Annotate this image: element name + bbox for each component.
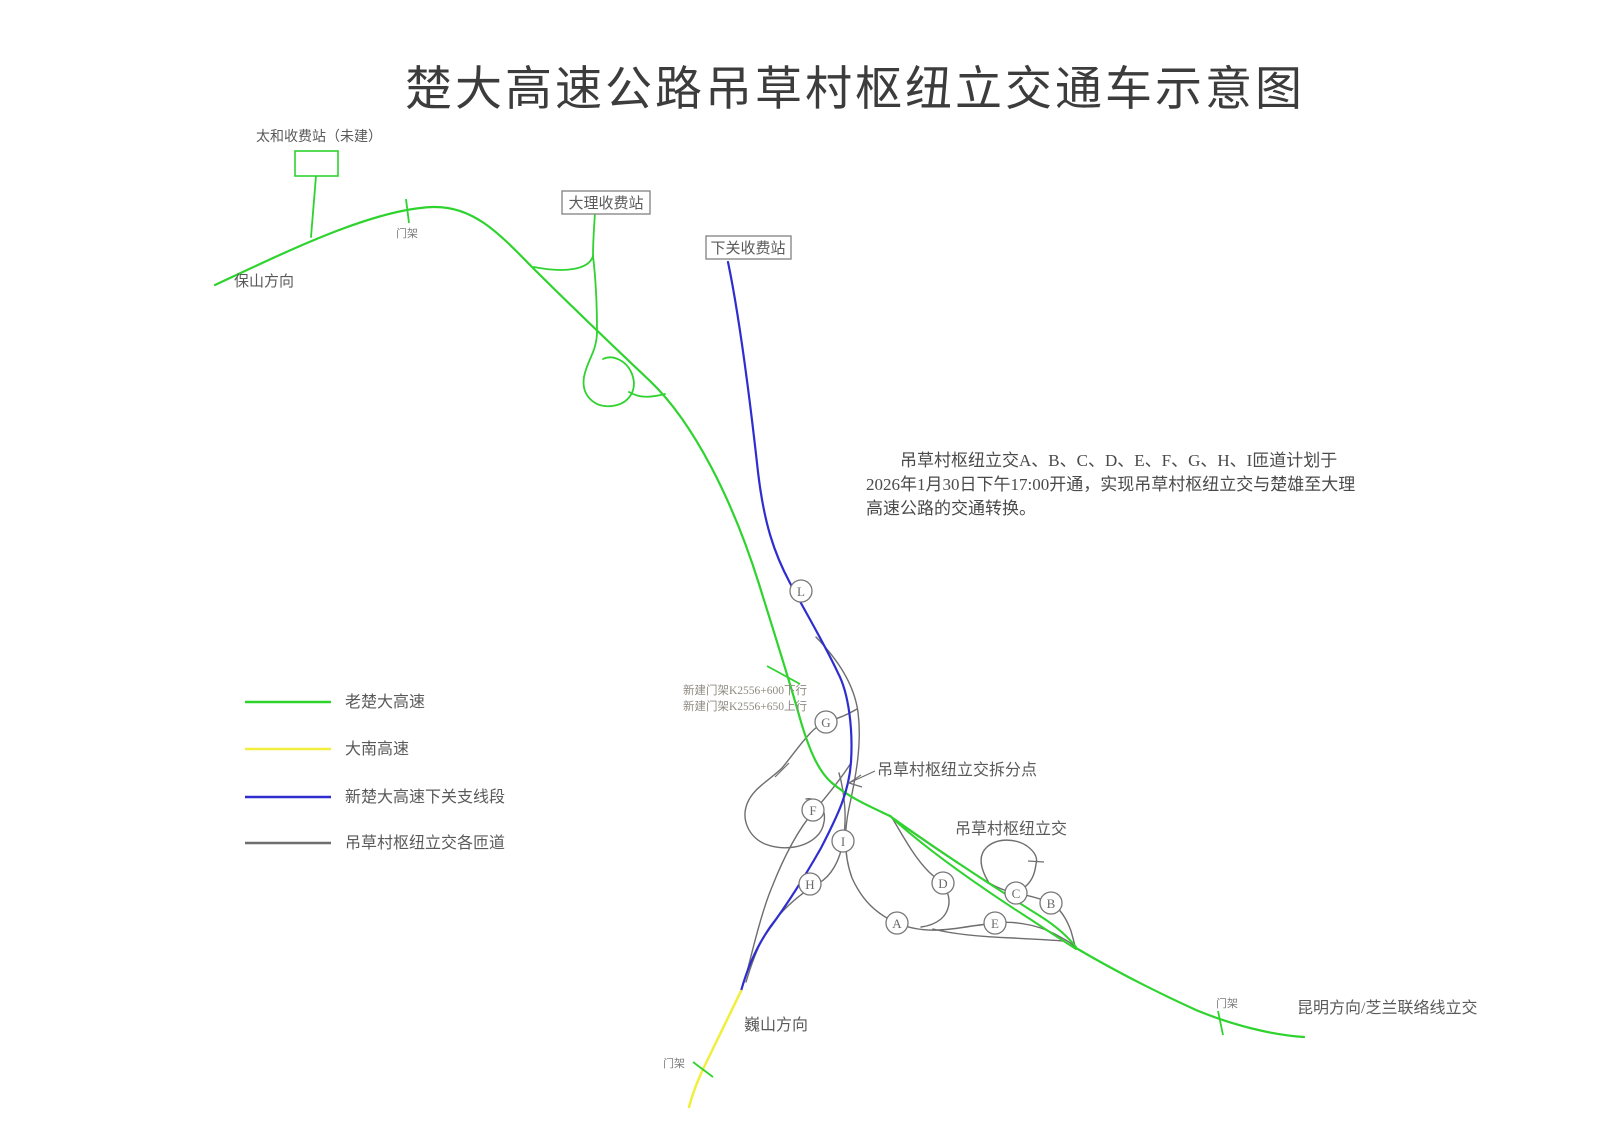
ramp-letter-G: G — [821, 715, 830, 730]
weishan-direction-label: 巍山方向 — [744, 1017, 809, 1034]
xiaguan-toll-label: 下关收费站 — [710, 240, 785, 257]
ramp-through-d — [890, 815, 950, 928]
gantry-tick-kunming — [1217, 1010, 1224, 1036]
ramp-marker-E: E — [983, 911, 1007, 935]
ramp-outer-right-a-e — [815, 636, 1076, 948]
legend-label-xiaguan-branch: 新楚大高速下关支线段 — [345, 789, 506, 806]
xiaguan-toll-station: 下关收费站 — [705, 235, 792, 260]
ramp-balloon-loop — [980, 839, 1038, 893]
ramp-tick-g-loop — [774, 762, 790, 778]
xiaguan-toll-box — [705, 235, 792, 260]
ramp-circle-I — [831, 829, 855, 853]
taihe-station-label: 太和收费站（未建） — [256, 130, 382, 145]
kunming-direction-label: 昆明方向/芝兰联络线立交 — [1297, 1000, 1478, 1017]
gantry-label-kunming: 门架 — [1216, 998, 1238, 1010]
hub-label: 吊草村枢纽立交 — [955, 821, 1068, 838]
new-chuda-xiaguan-branch-line — [726, 260, 853, 993]
danan-expressway-line — [687, 989, 743, 1109]
dali-toll-label: 大理收费站 — [568, 195, 643, 212]
gantry-tick-k2556 — [766, 665, 801, 685]
ramp-letter-L: L — [797, 584, 805, 599]
ramp-circle-D — [931, 871, 955, 895]
ramp-tick-balloon — [1027, 860, 1045, 863]
dali-toll-stem — [592, 212, 596, 257]
ramp-circle-B — [1039, 891, 1063, 915]
ramp-letter-D: D — [938, 876, 947, 891]
ramp-circle-H — [798, 872, 822, 896]
ramp-letter-F: F — [809, 803, 816, 818]
dali-toll-box — [561, 190, 651, 215]
ramp-letter-C: C — [1012, 886, 1021, 901]
legend-swatches — [245, 700, 331, 845]
dali-toll-west-ramp — [533, 255, 594, 271]
gantry-note-line2: 新建门架K2556+650上行 — [683, 701, 808, 713]
split-point-label: 吊草村枢纽立交拆分点 — [877, 762, 1038, 779]
ramp-letter-E: E — [991, 916, 999, 931]
ramp-marker-B: B — [1039, 891, 1063, 915]
gantry-note-line1: 新建门架K2556+600下行 — [683, 685, 808, 697]
legend-label-danan: 大南高速 — [345, 741, 410, 758]
page-title: 楚大高速公路吊草村枢纽立交通车示意图 — [405, 64, 1305, 116]
split-point-arrow — [847, 770, 876, 788]
ramp-circle-L — [789, 579, 813, 603]
taihe-toll-stub — [310, 175, 317, 238]
ramp-marker-I: I — [831, 829, 855, 853]
dali-toll-teardrop-loop — [582, 255, 635, 408]
ramp-marker-G: G — [814, 710, 838, 734]
ramp-marker-D: D — [931, 871, 955, 895]
ramp-marker-A: A — [885, 911, 909, 935]
ramp-marker-H: H — [798, 872, 822, 896]
ramp-circle-A — [885, 911, 909, 935]
taihe-toll-box — [294, 150, 339, 177]
ramp-letter-A: A — [892, 916, 902, 931]
ramp-circle-G — [814, 710, 838, 734]
old-chuda-lower-carriageway — [889, 815, 1077, 950]
dali-toll-east-ramp — [628, 391, 666, 398]
legend-label-hub-ramps: 吊草村枢纽立交各匝道 — [345, 835, 506, 852]
ramp-marker-L: L — [789, 579, 813, 603]
ramp-letter-I: I — [841, 834, 845, 849]
baoshan-direction-label: 保山方向 — [234, 274, 295, 290]
gantry-tick-crest — [405, 198, 410, 224]
opening-description: 吊草村枢纽立交A、B、C、D、E、F、G、H、I匝道计划于2026年1月30日下… — [866, 451, 1356, 518]
old-chuda-expressway-group — [213, 150, 1306, 1039]
gantry-label-crest: 门架 — [396, 228, 418, 240]
ramp-through-i-h — [745, 772, 846, 983]
ramp-lower-a-e — [932, 928, 1065, 942]
gantry-label-weishan: 门架 — [663, 1058, 685, 1070]
ramp-circle-F — [801, 798, 825, 822]
dali-toll-station: 大理收费站 — [561, 190, 651, 215]
gantry-tick-weishan — [692, 1061, 714, 1078]
old-chuda-main-line — [213, 205, 892, 818]
ramp-letter-B: B — [1047, 896, 1056, 911]
ramp-marker-F: F — [801, 798, 825, 822]
legend-label-old-chuda: 老楚大高速 — [345, 694, 426, 711]
ramp-circle-C — [1004, 881, 1028, 905]
ramp-markers-group: L G F I H A D C — [789, 579, 1063, 935]
ramp-through-f — [740, 762, 852, 993]
ramp-marker-C: C — [1004, 881, 1028, 905]
ramp-circle-E — [983, 911, 1007, 935]
ramp-letter-H: H — [805, 877, 814, 892]
old-chuda-kunming-section — [1074, 946, 1306, 1039]
